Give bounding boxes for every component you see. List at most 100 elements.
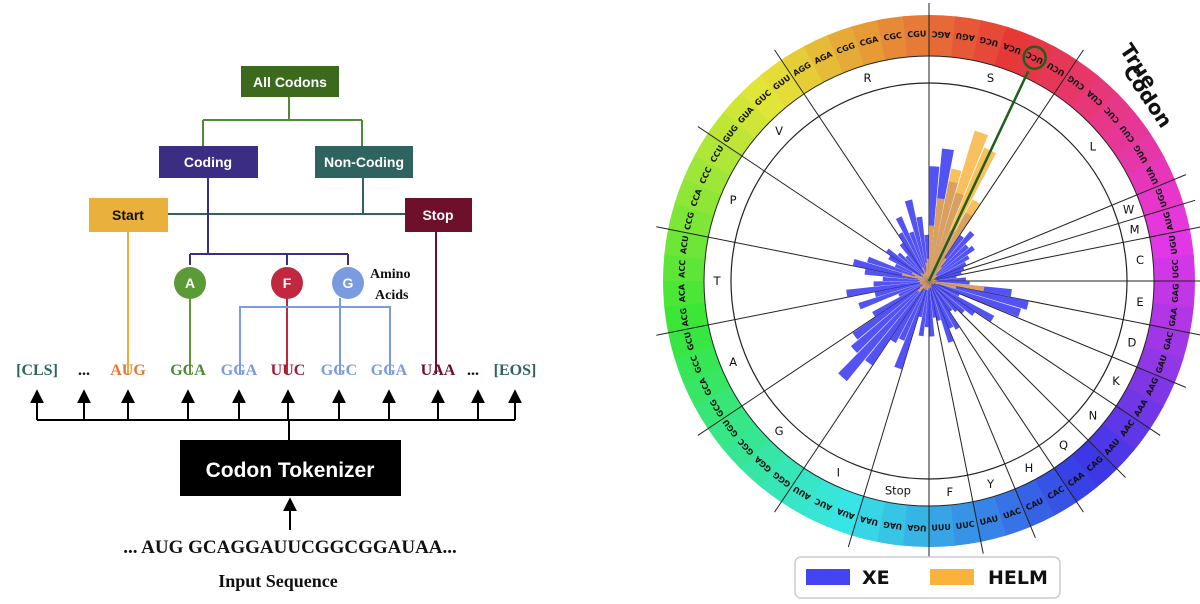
helm-bar <box>929 281 932 287</box>
ring-segment <box>1149 229 1194 261</box>
tree-connectors <box>127 97 437 374</box>
xe-bar <box>898 281 929 341</box>
xe-bar <box>929 245 975 281</box>
amino-acid-label: P <box>730 193 737 207</box>
ring-segment <box>1152 281 1195 309</box>
codon-label: UAG <box>883 519 903 531</box>
amino-acid-label: T <box>712 274 721 288</box>
amino-acids-label-line1: Amino <box>370 267 410 282</box>
ring-segment <box>951 16 983 61</box>
ring-segment <box>663 279 706 308</box>
ring-segment <box>1127 155 1176 197</box>
amino-acid-circle-f: F <box>271 267 303 299</box>
helm-bar <box>920 275 929 281</box>
amino-acid-label: S <box>987 71 994 85</box>
helm-bar <box>919 281 929 283</box>
amino-acid-label: F <box>946 485 953 499</box>
helm-bar <box>919 281 929 284</box>
ring-segment <box>1101 406 1151 452</box>
amino-acid-circle-g-label: G <box>343 275 354 291</box>
amino-acid-circle-a: A <box>174 267 206 299</box>
helm-bar <box>929 281 932 289</box>
helm-bar <box>929 198 945 281</box>
group-divider <box>928 280 1161 436</box>
helm-bar <box>929 281 957 289</box>
xe-bar <box>929 281 954 343</box>
group-divider <box>928 49 1084 282</box>
codon-label: GAC <box>1162 331 1175 351</box>
codon-label: UUC <box>955 519 975 531</box>
ring-segment <box>851 19 887 66</box>
ring-segment <box>663 253 706 281</box>
helm-bar <box>922 276 929 281</box>
helm-bar <box>920 273 929 281</box>
helm-bar <box>929 225 935 281</box>
ring-segment <box>694 131 743 175</box>
node-coding-label: Coding <box>184 154 232 170</box>
helm-bar <box>917 281 929 283</box>
xe-bar <box>898 281 929 297</box>
codon-label: ACC <box>677 260 687 278</box>
ring-segment <box>949 501 981 546</box>
helm-bar <box>929 279 937 281</box>
helm-bar <box>929 281 935 284</box>
helm-bar <box>929 281 934 285</box>
xe-bar <box>904 199 929 281</box>
amino-acid-label: G <box>775 424 784 438</box>
node-all-codons-label: All Codons <box>253 74 327 90</box>
amino-acid-circle-g: G <box>332 267 364 299</box>
xe-bar <box>864 268 929 281</box>
tokenizer-arrows <box>30 389 522 530</box>
amino-acid-label: Q <box>1059 438 1068 452</box>
codon-label: GCU <box>683 331 696 352</box>
helm-bar <box>929 257 947 281</box>
amino-acid-label: L <box>1090 140 1097 154</box>
ring-segment <box>722 422 770 470</box>
helm-bar <box>929 281 934 285</box>
node-coding: Coding <box>159 146 258 178</box>
amino-acids-label-line2: Acids <box>375 288 409 303</box>
helm-bar <box>925 270 929 281</box>
tokenization-diagram: All Codons Coding Non-Coding Start Stop … <box>16 66 536 591</box>
xe-bar <box>846 281 929 298</box>
helm-bar <box>919 280 929 281</box>
ring-segment <box>1088 92 1136 140</box>
helm-bar <box>929 281 985 292</box>
helm-bar <box>929 130 989 281</box>
group-divider <box>928 226 1200 282</box>
ring-segment <box>1086 423 1135 471</box>
helm-bar <box>925 262 929 281</box>
ring-segment <box>971 496 1007 543</box>
xe-bar <box>929 281 937 318</box>
token-aug: AUG <box>110 362 146 379</box>
xe-bar <box>882 276 929 281</box>
xe-bar <box>929 281 954 329</box>
ring-segment <box>877 16 909 61</box>
ring-segment <box>801 478 843 527</box>
legend-xe-label: XE <box>862 567 890 589</box>
amino-acid-label: C <box>1136 253 1144 267</box>
xe-bar <box>924 281 929 328</box>
ring-segment <box>706 404 756 450</box>
ring-segment <box>682 365 731 407</box>
helm-bar <box>914 275 929 281</box>
codon-label: UCG <box>979 35 1000 48</box>
xe-bar <box>929 261 967 281</box>
helm-bar <box>929 281 932 289</box>
helm-bar <box>920 281 929 285</box>
xe-bar <box>888 255 929 281</box>
helm-bar <box>929 281 938 285</box>
helm-bar <box>929 281 935 282</box>
amino-acid-label: V <box>775 124 783 138</box>
xe-bar <box>898 232 929 281</box>
amino-acid-label: W <box>1123 203 1134 217</box>
ring-segment <box>875 501 907 546</box>
node-non-coding-label: Non-Coding <box>324 154 404 170</box>
codon-label: UGC <box>1171 259 1181 278</box>
legend-helm-label: HELM <box>988 567 1048 589</box>
xe-bar <box>929 281 960 330</box>
ring-segment <box>1013 479 1055 528</box>
xe-bar <box>918 281 929 318</box>
ring-segment <box>994 26 1033 74</box>
